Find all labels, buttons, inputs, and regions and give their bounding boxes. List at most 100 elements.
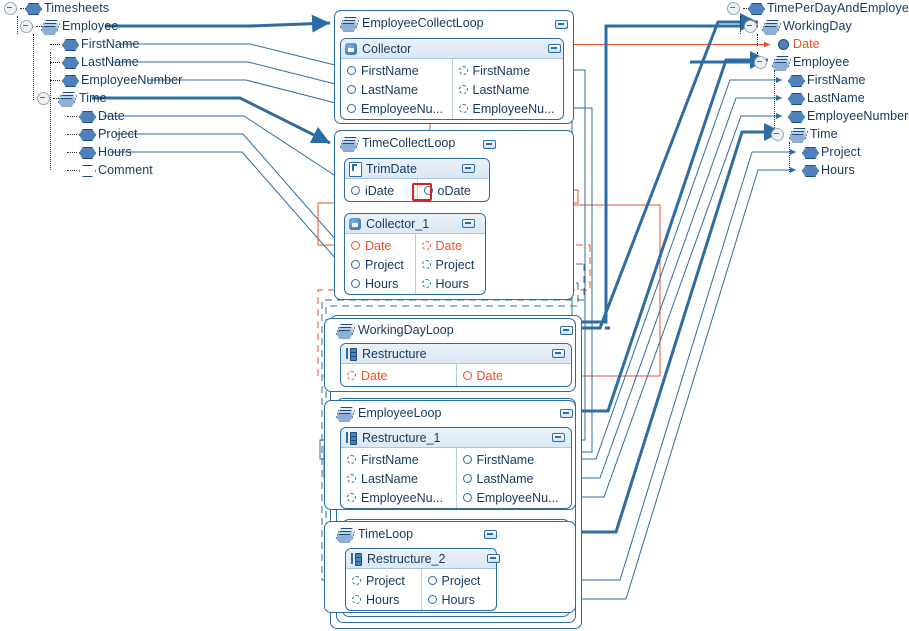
tree-node-date[interactable]: Date — [67, 108, 125, 124]
loop-title-time: TimeLoop — [336, 524, 413, 544]
function-restructure-1[interactable]: Restructure_1 FirstName LastName Employe… — [340, 427, 572, 509]
tree-node-comment[interactable]: Comment — [67, 162, 153, 178]
collapse-icon[interactable] — [4, 1, 17, 15]
link-icon[interactable] — [754, 55, 767, 69]
port-icon — [427, 576, 437, 585]
restructure-icon — [349, 552, 363, 566]
trimdate-icon — [348, 161, 362, 177]
port-row[interactable]: Project — [422, 571, 497, 590]
port-row[interactable]: FirstName — [453, 61, 564, 80]
tree-node-employee[interactable]: Employee — [754, 54, 849, 71]
tree-guide — [17, 16, 18, 34]
stacked-hexagon-icon — [340, 16, 359, 32]
port-icon — [462, 371, 472, 380]
input-ports: Date — [341, 364, 456, 386]
hexagon-icon — [62, 39, 79, 51]
hexagon-icon — [25, 3, 42, 15]
function-collector[interactable]: Collector FirstName LastName EmployeeNu.… — [340, 38, 564, 120]
port-row[interactable]: EmployeeNu... — [457, 488, 572, 507]
tree-node-employeenumber[interactable]: EmployeeNumber — [50, 72, 182, 88]
port-row[interactable]: FirstName — [457, 450, 572, 469]
port-row[interactable]: Date — [416, 236, 486, 255]
function-header: TrimDate — [345, 159, 489, 179]
port-row[interactable]: Hours — [422, 590, 497, 609]
tree-node-firstname[interactable]: FirstName — [50, 36, 140, 52]
link-icon[interactable] — [771, 127, 784, 141]
tree-node-project[interactable]: Project — [67, 126, 138, 142]
minimize-button[interactable] — [484, 530, 497, 539]
port-row[interactable]: LastName — [453, 80, 564, 99]
stacked-hexagon-icon — [789, 127, 808, 143]
stacked-hexagon-icon — [772, 55, 791, 71]
function-header: Collector_1 — [345, 214, 485, 234]
port-row[interactable]: EmployeeNu... — [453, 99, 564, 118]
stacked-hexagon-icon — [58, 91, 77, 107]
port-icon — [421, 260, 431, 269]
loop-title-time-collect: TimeCollectLoop — [340, 133, 455, 153]
output-ports: FirstName LastName EmployeeNu... — [455, 448, 572, 508]
tree-node-firstname[interactable]: FirstName — [784, 72, 866, 88]
hexagon-icon — [79, 129, 96, 141]
tree-node-time[interactable]: Time — [771, 126, 838, 143]
tree-node-lastname[interactable]: LastName — [784, 90, 865, 106]
minimize-button[interactable] — [552, 349, 565, 358]
minimize-button[interactable] — [487, 554, 500, 563]
tree-node-workingday[interactable]: WorkingDay — [744, 18, 852, 35]
restructure-icon — [344, 431, 358, 445]
minimize-button[interactable] — [462, 219, 475, 228]
port-row[interactable]: Hours — [346, 590, 421, 609]
collapse-icon[interactable] — [20, 19, 33, 33]
tree-node-employee[interactable]: Employee — [20, 18, 118, 35]
function-restructure-2[interactable]: Restructure_2 Project Hours Project Hour… — [345, 548, 497, 611]
tree-node-lastname[interactable]: LastName — [50, 54, 139, 70]
function-collector-1[interactable]: Collector_1 Date Project Hours Date Proj… — [344, 213, 486, 295]
tree-node-timeperdayandemployee[interactable]: TimePerDayAndEmployee — [727, 0, 909, 16]
selection-highlight — [412, 183, 432, 201]
tree-node-hours[interactable]: Hours — [67, 144, 132, 160]
port-icon — [347, 371, 356, 380]
tree-node-timesheets[interactable]: Timesheets — [4, 0, 109, 16]
minimize-button[interactable] — [483, 140, 496, 149]
stacked-hexagon-icon — [336, 527, 355, 543]
minimize-button[interactable] — [552, 433, 565, 442]
tree-node-date[interactable]: Date — [770, 36, 820, 52]
function-header: Restructure — [341, 344, 571, 364]
minimize-button[interactable] — [555, 20, 568, 29]
minimize-button[interactable] — [462, 164, 475, 173]
output-ports: FirstName LastName EmployeeNu... — [451, 59, 564, 119]
collapse-icon[interactable] — [37, 91, 50, 105]
port-icon — [352, 595, 361, 604]
tree-node-employeenumber[interactable]: EmployeeNumber — [784, 108, 908, 124]
port-icon — [427, 595, 437, 604]
minimize-button[interactable] — [560, 326, 573, 335]
tree-node-hours[interactable]: Hours — [798, 162, 855, 178]
tree-node-project[interactable]: Project — [798, 144, 861, 160]
function-restructure[interactable]: Restructure Date Date — [340, 343, 572, 387]
hexagon-icon — [788, 93, 805, 105]
port-row[interactable]: Date — [457, 366, 572, 385]
link-icon[interactable] — [744, 19, 757, 33]
port-row-selected[interactable]: oDate — [418, 181, 490, 200]
port-row[interactable]: LastName — [457, 469, 572, 488]
minimize-button[interactable] — [560, 409, 573, 418]
output-ports: oDate — [416, 179, 490, 201]
minimize-button[interactable] — [548, 44, 561, 53]
tree-guide — [789, 142, 790, 172]
hexagon-icon — [62, 75, 79, 87]
port-icon — [352, 576, 361, 585]
port-icon — [423, 186, 433, 195]
stacked-hexagon-icon — [340, 136, 359, 152]
port-row[interactable]: Hours — [416, 274, 486, 293]
port-icon — [462, 455, 472, 464]
port-row[interactable]: Date — [341, 366, 456, 385]
collapse-icon[interactable] — [727, 1, 740, 15]
hexagon-icon — [788, 111, 805, 123]
tree-node-time[interactable]: Time — [37, 90, 107, 107]
stacked-hexagon-icon — [336, 406, 355, 422]
port-row[interactable]: Project — [346, 571, 421, 590]
restructure-icon — [344, 347, 358, 361]
port-row[interactable]: Project — [416, 255, 486, 274]
tree-guide — [740, 16, 741, 34]
